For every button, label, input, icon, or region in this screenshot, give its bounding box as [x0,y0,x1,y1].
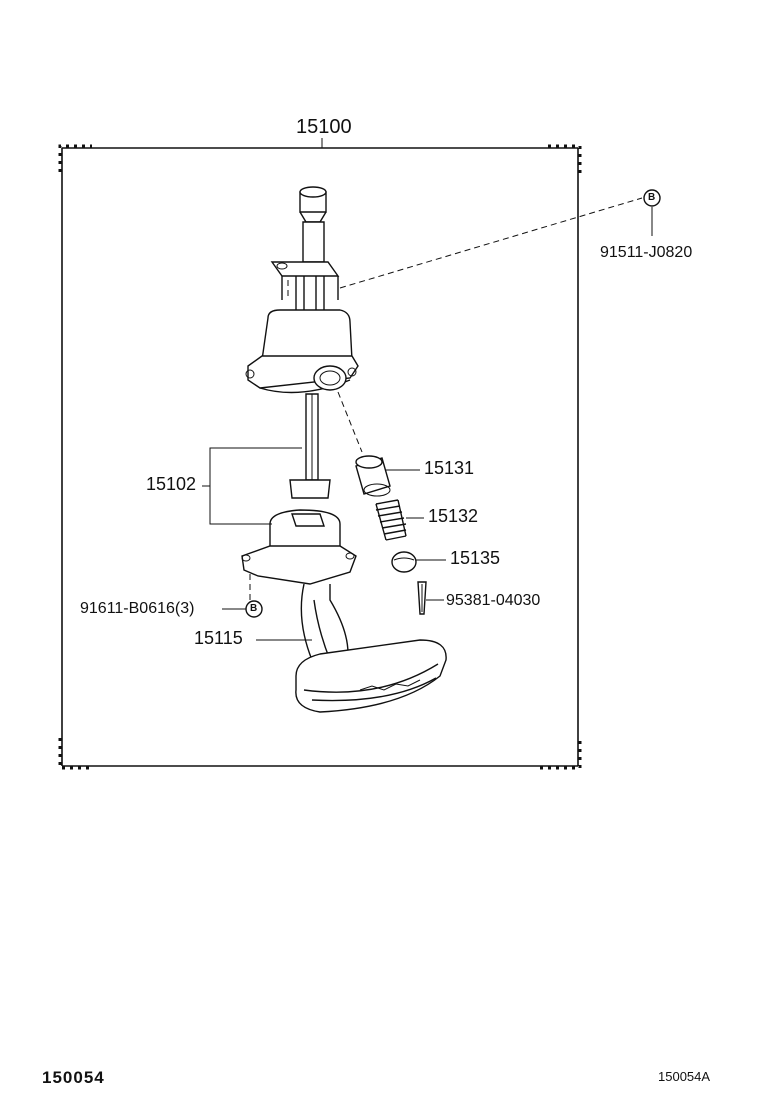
assembly-frame [58,138,582,770]
diagram-code: 150054 [42,1068,105,1087]
cotter-pin-part-number: 95381-04030 [446,592,541,609]
shaft-part-number: 15102 [146,474,197,494]
strainer-part-number: 15115 [194,628,243,648]
leader-lines [202,197,653,641]
pump-body [245,186,359,499]
relief-valve-parts [337,391,427,615]
diagram-code-alt: 150054A [658,1069,711,1084]
b-marker-lower-label: B [250,603,258,614]
retainer-part-number: 15135 [450,548,501,568]
b-marker-lower [245,600,263,618]
strainer-assembly [241,509,447,713]
relief-valve-part-number: 15131 [424,458,475,478]
bolt-part-number: 91511-J0820 [600,244,693,261]
b-marker-top-label: B [648,192,656,203]
stud-bolt-part-number: 91611-B0616(3) [80,600,195,617]
assembly-part-number: 15100 [296,116,352,138]
spring-part-number: 15132 [428,506,479,526]
b-marker-top [643,189,661,207]
